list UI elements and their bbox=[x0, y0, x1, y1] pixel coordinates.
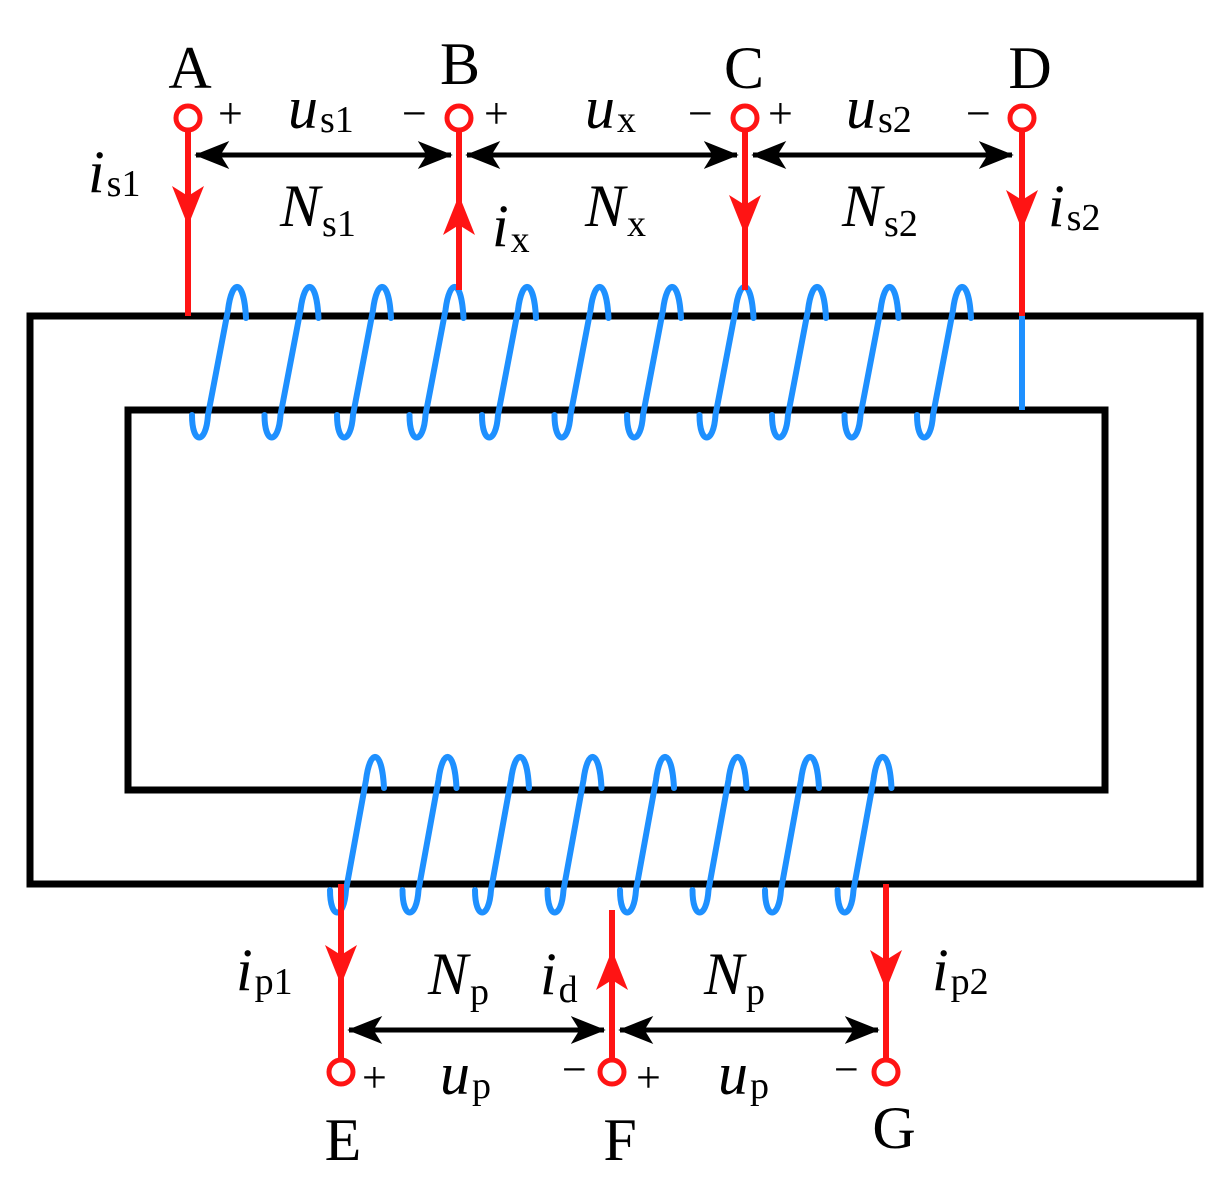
current-label-ip1: ip1 bbox=[236, 937, 293, 1003]
polarity-signs: + − + − + − + − + − bbox=[218, 89, 991, 1102]
terminal-label-G: G bbox=[872, 1095, 915, 1161]
terminal-node-F bbox=[597, 1057, 627, 1087]
sign-minus-D: − bbox=[966, 89, 991, 138]
secondary-winding bbox=[189, 284, 974, 441]
sign-plus-C: + bbox=[768, 89, 793, 138]
turns-labels: Ns1 Nx Ns2 Np Np bbox=[279, 173, 918, 1013]
terminal-label-D: D bbox=[1008, 35, 1051, 101]
primary-leads bbox=[325, 884, 902, 1060]
secondary-coil bbox=[189, 284, 974, 441]
voltage-label-ux: ux bbox=[585, 75, 636, 141]
turns-label-Np-right: Np bbox=[703, 941, 765, 1013]
terminal-label-C: C bbox=[724, 35, 764, 101]
magnetic-core bbox=[26, 312, 1204, 888]
secondary-leads bbox=[172, 130, 1038, 410]
terminal-nodes bbox=[173, 103, 1037, 1087]
voltage-label-us1: us1 bbox=[288, 75, 354, 141]
current-labels: is1 ix is2 ip1 id ip2 bbox=[88, 139, 1100, 1011]
terminal-node-B bbox=[444, 103, 474, 133]
turns-label-Np-left: Np bbox=[427, 941, 489, 1013]
current-label-ip2: ip2 bbox=[932, 937, 989, 1003]
sign-minus-B: − bbox=[402, 89, 427, 138]
terminal-node-A bbox=[173, 103, 203, 133]
sign-minus-C: − bbox=[688, 89, 713, 138]
sign-minus-G: − bbox=[834, 1045, 859, 1094]
turns-label-Ns1: Ns1 bbox=[279, 173, 356, 245]
current-arrow-ix-c bbox=[729, 195, 761, 235]
current-arrow-ip2 bbox=[870, 950, 902, 990]
terminal-node-G bbox=[871, 1057, 901, 1087]
sign-plus-F: + bbox=[636, 1053, 661, 1102]
current-label-is2: is2 bbox=[1048, 173, 1100, 239]
current-arrow-is1 bbox=[172, 186, 204, 226]
sign-plus-B: + bbox=[484, 89, 509, 138]
current-arrow-ip1 bbox=[325, 945, 357, 985]
current-label-is1: is1 bbox=[88, 139, 140, 205]
sign-plus-A: + bbox=[218, 89, 243, 138]
dimension-arrows bbox=[194, 141, 1014, 1044]
turns-label-Ns2: Ns2 bbox=[841, 173, 918, 245]
terminal-label-E: E bbox=[325, 1107, 362, 1173]
terminal-node-C bbox=[730, 103, 760, 133]
voltage-label-up-left: up bbox=[440, 1041, 491, 1107]
voltage-labels: us1 ux us2 up up bbox=[288, 75, 912, 1107]
current-label-id: id bbox=[540, 941, 578, 1011]
sign-minus-F: − bbox=[562, 1045, 587, 1094]
terminal-label-F: F bbox=[603, 1107, 636, 1173]
current-arrow-id bbox=[596, 950, 628, 990]
current-arrow-is2 bbox=[1006, 190, 1038, 230]
terminal-node-D bbox=[1007, 103, 1037, 133]
voltage-label-up-right: up bbox=[718, 1041, 769, 1107]
sign-plus-E: + bbox=[362, 1053, 387, 1102]
primary-winding bbox=[327, 754, 895, 916]
current-label-ix: ix bbox=[492, 193, 530, 261]
terminal-label-B: B bbox=[440, 31, 480, 97]
terminal-labels: A B C D E F G bbox=[168, 31, 1051, 1173]
terminal-label-A: A bbox=[168, 35, 211, 101]
primary-coil bbox=[327, 754, 895, 916]
terminal-node-E bbox=[326, 1057, 356, 1087]
turns-label-Nx: Nx bbox=[584, 173, 646, 245]
current-arrow-ix bbox=[443, 195, 475, 235]
voltage-label-us2: us2 bbox=[846, 75, 912, 141]
